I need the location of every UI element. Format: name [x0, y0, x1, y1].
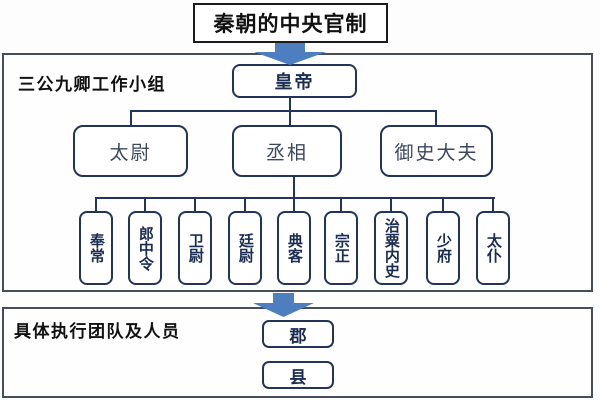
node-yushi-dafu: 御史大夫 — [380, 125, 493, 177]
connector-line — [95, 199, 97, 211]
connector-line — [130, 110, 437, 112]
node-zhisu-neishi: 治粟内史 — [374, 211, 408, 285]
connector-line — [194, 199, 196, 211]
connector-line — [390, 199, 392, 211]
down-arrow-icon — [254, 43, 326, 65]
connector-line — [130, 112, 132, 125]
connector-line — [95, 197, 495, 199]
node-taipu: 太仆 — [476, 211, 510, 285]
connector-line — [435, 112, 437, 125]
section-label: 具体执行团队及人员 — [14, 322, 181, 341]
node-jun: 郡 — [262, 320, 334, 348]
connector-line — [442, 199, 444, 211]
connector-line — [244, 199, 246, 211]
node-taiwei: 太尉 — [73, 125, 188, 177]
down-arrow-icon — [253, 293, 314, 317]
section-label: 三公九卿工作小组 — [18, 75, 166, 94]
connector-line — [492, 199, 494, 211]
node-xian: 县 — [262, 361, 334, 389]
connector-line — [293, 177, 295, 211]
node-emperor: 皇帝 — [232, 64, 357, 98]
node-weiwei: 卫尉 — [178, 211, 212, 285]
connector-line — [144, 199, 146, 211]
node-chengxiang: 丞相 — [232, 125, 342, 177]
node-tingwei: 廷尉 — [228, 211, 262, 285]
node-fengchang: 奉常 — [79, 211, 113, 285]
node-langzhongling: 郎中令 — [128, 211, 162, 285]
node-dianke: 典客 — [277, 211, 311, 285]
connector-line — [340, 199, 342, 211]
page-title: 秦朝的中央官制 — [193, 3, 388, 43]
node-shaofu: 少府 — [426, 211, 460, 285]
node-zongzheng: 宗正 — [324, 211, 358, 285]
